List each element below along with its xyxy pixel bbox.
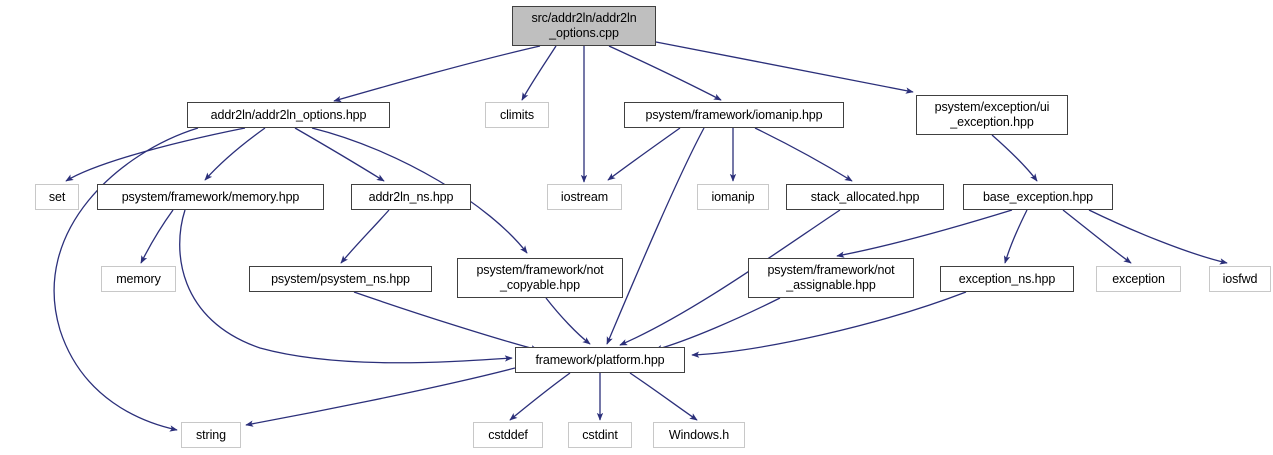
dependency-edge — [545, 297, 591, 345]
dependency-edge — [311, 127, 528, 254]
dependency-edge — [294, 127, 385, 182]
graph-node-iostream[interactable]: iostream — [547, 184, 622, 210]
dependency-edge — [353, 291, 539, 352]
dependency-edge — [333, 45, 541, 103]
dependency-edge — [691, 291, 967, 358]
dependency-edge — [991, 134, 1038, 182]
dependency-edge — [606, 127, 705, 345]
dependency-edge — [607, 127, 681, 181]
graph-node-climits[interactable]: climits — [485, 102, 549, 128]
graph-node-ui_exception[interactable]: psystem/exception/ui _exception.hpp — [916, 95, 1068, 135]
dependency-edge — [629, 372, 698, 421]
dependency-edge — [65, 127, 246, 182]
graph-node-memory[interactable]: memory — [101, 266, 176, 292]
dependency-edge — [654, 297, 781, 352]
graph-node-exception[interactable]: exception — [1096, 266, 1181, 292]
dependency-edge — [655, 41, 914, 94]
graph-node-iosfwd[interactable]: iosfwd — [1209, 266, 1271, 292]
dependency-edge — [1062, 209, 1132, 264]
graph-node-cstddef[interactable]: cstddef — [473, 422, 543, 448]
dependency-edge — [509, 372, 571, 421]
dependency-edge — [179, 209, 513, 364]
graph-node-Windows.h[interactable]: Windows.h — [653, 422, 745, 448]
graph-node-memory_hpp[interactable]: psystem/framework/memory.hpp — [97, 184, 324, 210]
graph-node-set[interactable]: set — [35, 184, 79, 210]
dependency-edge — [521, 45, 557, 101]
dependency-edge — [140, 209, 174, 264]
dependency-edge — [245, 367, 516, 427]
graph-node-root[interactable]: src/addr2ln/addr2ln _options.cpp — [512, 6, 656, 46]
graph-node-iomanip[interactable]: iomanip — [697, 184, 769, 210]
graph-node-addr2ln_ns[interactable]: addr2ln_ns.hpp — [351, 184, 471, 210]
dependency-edge — [836, 209, 1013, 258]
graph-node-platform[interactable]: framework/platform.hpp — [515, 347, 685, 373]
dependency-edge — [754, 127, 853, 182]
graph-node-psystem_ns[interactable]: psystem/psystem_ns.hpp — [249, 266, 432, 292]
graph-node-cstdint[interactable]: cstdint — [568, 422, 632, 448]
graph-node-iomanip_hpp[interactable]: psystem/framework/iomanip.hpp — [624, 102, 844, 128]
graph-node-not_copyable[interactable]: psystem/framework/not _copyable.hpp — [457, 258, 623, 298]
dependency-edge — [53, 127, 199, 432]
dependency-edge — [340, 209, 390, 264]
dependency-edge — [619, 209, 841, 346]
graph-node-base_exception[interactable]: base_exception.hpp — [963, 184, 1113, 210]
graph-node-stack_alloc[interactable]: stack_allocated.hpp — [786, 184, 944, 210]
graph-node-not_assignable[interactable]: psystem/framework/not _assignable.hpp — [748, 258, 914, 298]
dependency-edge — [608, 45, 722, 101]
dependency-edge — [1003, 209, 1028, 264]
edge-collection — [53, 41, 1228, 432]
dependency-edge — [204, 127, 266, 181]
graph-node-opts_hpp[interactable]: addr2ln/addr2ln_options.hpp — [187, 102, 390, 128]
graph-node-string[interactable]: string — [181, 422, 241, 448]
graph-node-exception_ns[interactable]: exception_ns.hpp — [940, 266, 1074, 292]
dependency-edge — [1088, 209, 1228, 265]
